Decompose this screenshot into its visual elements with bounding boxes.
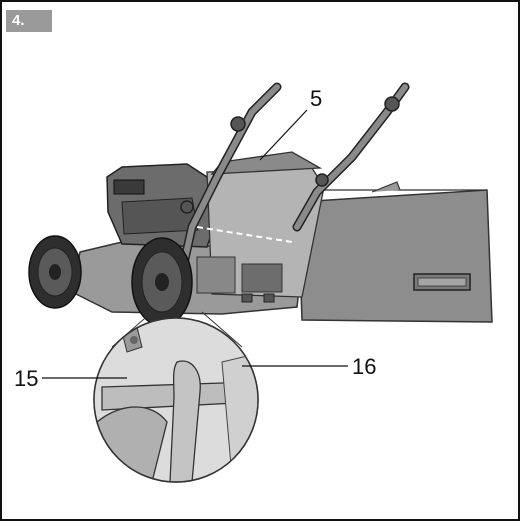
lawn-mower-illustration bbox=[28, 82, 493, 483]
mower-body bbox=[71, 151, 325, 315]
callout-part-16: 16 bbox=[352, 354, 377, 379]
rear-wheel bbox=[131, 237, 193, 327]
handle-assembly bbox=[177, 82, 410, 277]
front-wheel bbox=[28, 235, 82, 309]
grass-catcher-bag bbox=[297, 181, 493, 323]
illustration-frame: 4. bbox=[0, 0, 520, 521]
callout-5-leader bbox=[259, 109, 308, 161]
step-number-badge: 4. bbox=[6, 10, 52, 32]
callout-part-15: 15 bbox=[14, 366, 39, 391]
callout-handle-5: 5 bbox=[310, 86, 323, 111]
